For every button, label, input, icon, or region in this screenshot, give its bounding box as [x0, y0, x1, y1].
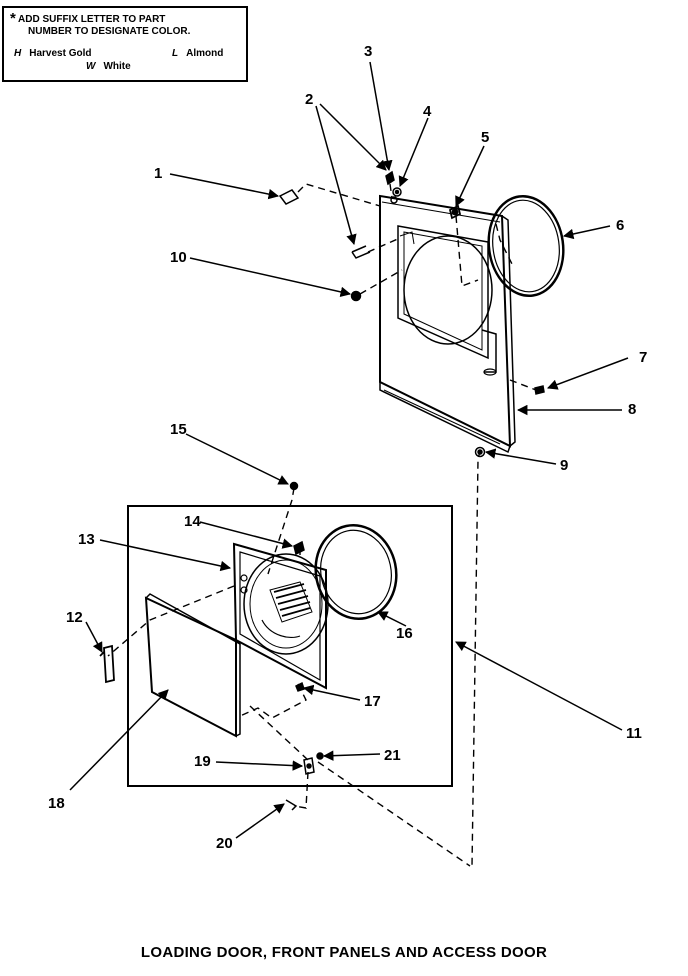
callout-leaders [69, 61, 629, 839]
callout-1: 1 [154, 165, 162, 182]
callout-18: 18 [48, 795, 65, 812]
callout-3: 3 [364, 43, 372, 60]
callout-6: 6 [616, 217, 624, 234]
color-suffix-note: * ADD SUFFIX LETTER TO PART NUMBER TO DE… [2, 6, 248, 82]
callout-11: 11 [626, 725, 642, 742]
callout-5: 5 [481, 129, 489, 146]
access-door-frame [232, 542, 329, 690]
diagram-title: LOADING DOOR, FRONT PANELS AND ACCESS DO… [140, 944, 548, 961]
note-line-2: NUMBER TO DESIGNATE COLOR. [28, 26, 191, 37]
callout-2: 2 [305, 91, 313, 108]
front-panel [379, 194, 516, 454]
callout-14: 14 [184, 513, 201, 530]
callout-9: 9 [560, 457, 568, 474]
door-gasket-lower [314, 524, 398, 620]
part-5-strike [448, 204, 462, 220]
door-handle [99, 644, 115, 684]
callout-20: 20 [216, 835, 233, 852]
callout-13: 13 [78, 531, 95, 548]
callout-10: 10 [170, 249, 187, 266]
note-line-1: ADD SUFFIX LETTER TO PART [18, 14, 166, 25]
callout-15: 15 [170, 421, 187, 438]
door-gasket-upper [487, 194, 565, 298]
callout-19: 19 [194, 753, 211, 770]
note-asterisk: * [10, 10, 16, 27]
callout-4: 4 [423, 103, 432, 120]
access-door-panel [144, 593, 241, 738]
callout-labels: 1 2 3 4 5 6 7 8 9 10 11 12 13 14 15 16 1… [48, 43, 647, 852]
callout-21: 21 [384, 747, 401, 764]
callout-8: 8 [628, 401, 636, 418]
callout-17: 17 [364, 693, 381, 710]
callout-16: 16 [396, 625, 413, 642]
assembly-lines-upper [297, 183, 537, 867]
callout-7: 7 [639, 349, 647, 366]
callout-12: 12 [66, 609, 83, 626]
assembly-lines-lower [107, 487, 471, 867]
